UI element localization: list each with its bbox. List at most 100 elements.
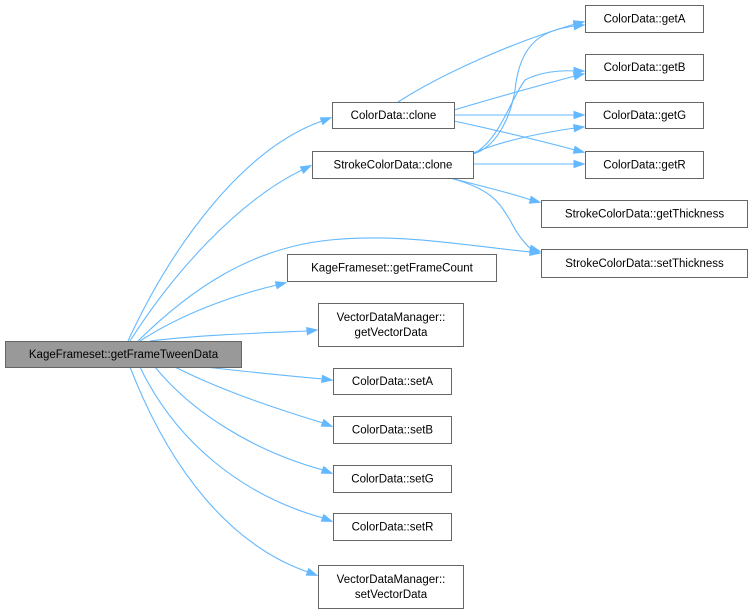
edge-colordata_clone-to-getg [454, 110, 586, 120]
arrowhead-icon [573, 124, 586, 133]
node-box [585, 5, 704, 33]
arrowhead-icon [306, 327, 319, 336]
edge-colordata_clone-to-geta [397, 20, 586, 103]
node-geta[interactable]: ColorData::getA [585, 5, 704, 33]
node-setr[interactable]: ColorData::setR [333, 513, 452, 541]
node-label: ColorData::setA [352, 376, 434, 388]
node-seta[interactable]: ColorData::setA [333, 368, 452, 395]
edge-root-to-colordata_clone [127, 117, 333, 342]
edge-line [174, 366, 332, 427]
arrowhead-icon [274, 281, 288, 290]
node-label: ColorData::setR [352, 522, 434, 534]
node-label: VectorDataManager:: [337, 312, 446, 324]
node-getb[interactable]: ColorData::getB [585, 54, 704, 81]
edge-strokecolordata_clone-to-getb [472, 66, 586, 155]
node-label: ColorData::setB [352, 425, 434, 437]
node-label: ColorData::setG [351, 474, 434, 486]
node-getg[interactable]: ColorData::getG [585, 102, 704, 129]
edge-strokecolordata_clone-to-getthickness [449, 177, 542, 204]
arrowhead-icon [573, 22, 586, 31]
node-label: ColorData::getR [603, 160, 685, 172]
node-box [585, 102, 704, 129]
node-box [333, 368, 452, 395]
edge-line [127, 117, 331, 342]
edge-root-to-setvectordata [129, 366, 319, 576]
node-box [541, 200, 748, 228]
edge-strokecolordata_clone-to-geta [472, 22, 586, 155]
node-setthickness[interactable]: StrokeColorData::setThickness [541, 249, 748, 278]
node-box [287, 254, 497, 282]
edges-layer [127, 20, 586, 576]
node-setb[interactable]: ColorData::setB [333, 416, 452, 444]
node-label: StrokeColorData::getThickness [565, 209, 724, 221]
node-box [541, 249, 748, 278]
node-label: ColorData::getB [604, 62, 686, 74]
node-setg[interactable]: ColorData::setG [333, 465, 452, 493]
edge-line [139, 282, 286, 342]
node-label: KageFrameset::getFrameTweenData [29, 349, 219, 361]
edge-line [453, 120, 584, 153]
edge-line [139, 366, 332, 522]
edge-root-to-seta [204, 366, 334, 383]
node-label: ColorData::getA [604, 14, 686, 26]
arrowhead-icon [573, 110, 586, 120]
edge-colordata_clone-to-getb [453, 72, 586, 111]
node-label: ColorData::clone [351, 110, 437, 122]
node-box [318, 303, 464, 347]
arrowhead-icon [528, 195, 542, 204]
node-label: StrokeColorData::setThickness [565, 258, 724, 270]
node-getframecount[interactable]: KageFrameset::getFrameCount [287, 254, 497, 282]
node-label: VectorDataManager:: [337, 574, 446, 586]
node-label: ColorData::getG [603, 110, 686, 122]
node-box [312, 151, 474, 179]
node-box [332, 102, 455, 129]
edge-line [129, 165, 311, 342]
edge-line [453, 73, 584, 111]
edge-line [397, 21, 584, 103]
arrowhead-icon [320, 418, 334, 427]
arrowhead-icon [320, 513, 334, 522]
nodes-layer: KageFrameset::getFrameTweenDataColorData… [5, 5, 748, 609]
edge-line [149, 329, 317, 342]
edge-root-to-getvectordata [149, 327, 319, 342]
arrowhead-icon [573, 159, 586, 169]
node-box [585, 151, 704, 179]
node-strokecolordata-clone[interactable]: StrokeColorData::clone [312, 151, 474, 179]
node-label: getVectorData [355, 327, 428, 339]
arrowhead-icon [299, 164, 313, 175]
edge-line [204, 366, 332, 381]
edge-line [129, 366, 317, 576]
arrowhead-icon [319, 117, 333, 126]
edge-root-to-setr [139, 366, 334, 522]
node-box [5, 341, 242, 368]
edge-line [449, 177, 540, 252]
edge-strokecolordata_clone-to-setthickness [449, 177, 542, 253]
node-label: KageFrameset::getFrameCount [311, 263, 474, 275]
node-root[interactable]: KageFrameset::getFrameTweenData [5, 341, 242, 368]
node-box [333, 513, 452, 541]
edge-root-to-setb [174, 366, 334, 427]
node-getthickness[interactable]: StrokeColorData::getThickness [541, 200, 748, 228]
node-box [333, 465, 452, 493]
arrowhead-icon [320, 465, 334, 474]
node-setvectordata[interactable]: VectorDataManager::setVectorData [318, 565, 464, 609]
node-box [318, 565, 464, 609]
node-box [585, 54, 704, 81]
node-label: StrokeColorData::clone [334, 160, 453, 172]
arrowhead-icon [321, 374, 334, 383]
edge-line [472, 70, 583, 155]
arrowhead-icon [528, 244, 542, 253]
edge-strokecolordata_clone-to-getg [472, 124, 586, 154]
node-label: setVectorData [355, 589, 428, 601]
edge-line [472, 24, 584, 155]
edge-line [137, 237, 540, 342]
edge-line [154, 366, 332, 474]
node-box [333, 416, 452, 444]
node-getr[interactable]: ColorData::getR [585, 151, 704, 179]
edge-root-to-getframecount [139, 281, 288, 342]
node-getvectordata[interactable]: VectorDataManager::getVectorData [318, 303, 464, 347]
edge-strokecolordata_clone-to-getr [473, 159, 586, 169]
edge-line [472, 126, 584, 154]
node-colordata-clone[interactable]: ColorData::clone [332, 102, 455, 129]
